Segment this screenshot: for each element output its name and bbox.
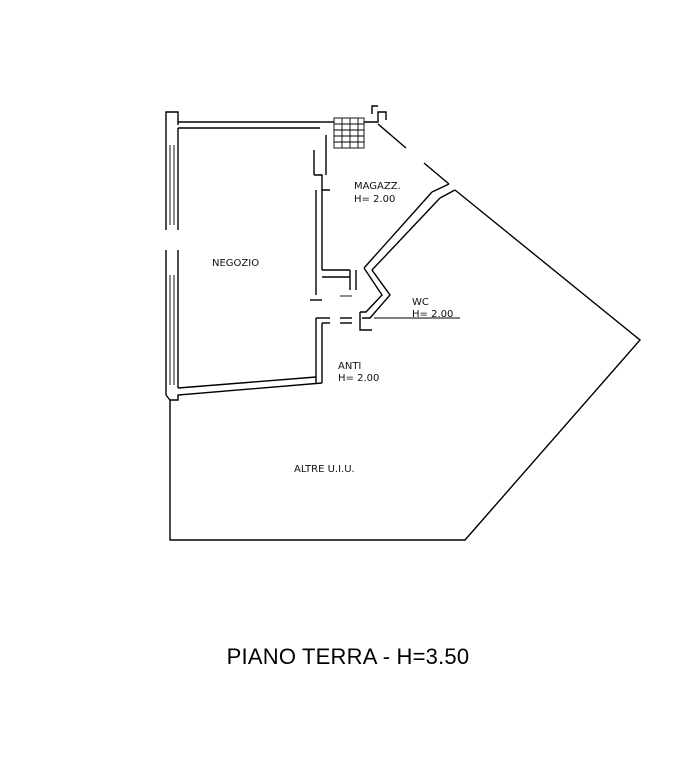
label-anti: ANTI <box>338 361 361 372</box>
label-wc-height: H= 2.00 <box>412 309 453 320</box>
label-altre-uiu: ALTRE U.I.U. <box>294 464 355 475</box>
label-anti-height: H= 2.00 <box>338 373 379 384</box>
anti-walls <box>310 295 352 383</box>
floor-caption: PIANO TERRA - H=3.50 <box>226 644 470 669</box>
label-magazz: MAGAZZ. <box>354 181 401 192</box>
stairs <box>313 105 387 191</box>
label-magazz-height: H= 2.00 <box>354 194 395 205</box>
negozio-walls <box>165 111 323 401</box>
wc-walls <box>359 267 460 331</box>
label-negozio: NEGOZIO <box>212 258 259 269</box>
outer-boundary <box>169 123 642 541</box>
label-wc: WC <box>412 297 429 308</box>
magazz-walls <box>322 183 456 290</box>
